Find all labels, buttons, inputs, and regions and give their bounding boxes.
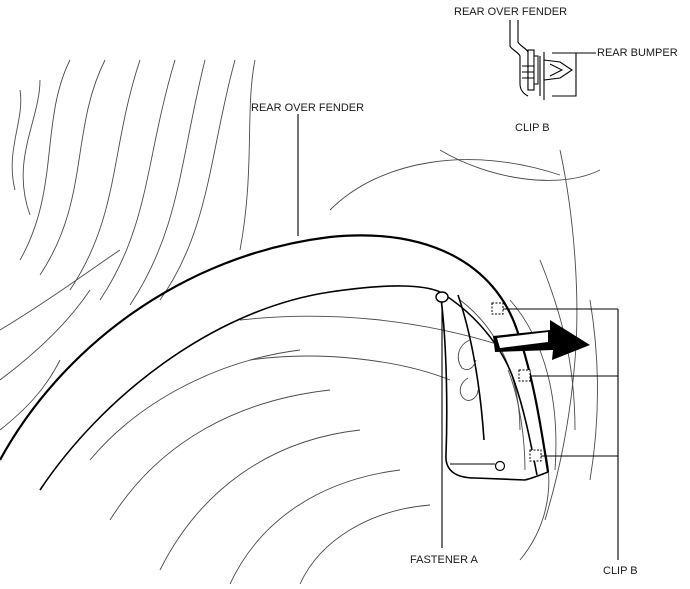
fender-cutouts [457, 339, 479, 401]
rear-over-fender [0, 234, 550, 491]
rear-over-fender-label: REAR OVER FENDER [251, 102, 364, 114]
fastener-a-mark [435, 291, 449, 303]
inset-rear-over-fender-label: REAR OVER FENDER [454, 6, 567, 18]
clip-b-label: CLIP B [603, 565, 638, 577]
removal-direction-arrow [493, 320, 590, 360]
clip-b-location-2 [518, 369, 531, 382]
leader-lines [297, 114, 619, 560]
body-contour-lines [0, 59, 601, 585]
clip-b-location-1 [491, 302, 504, 315]
fastener-a-label: FASTENER A [410, 554, 479, 566]
clip-b-inset-detail [509, 20, 596, 100]
fastener-a-hole [494, 460, 506, 472]
inset-rear-bumper-label: REAR BUMPER [597, 47, 678, 59]
inset-clip-b-label: CLIP B [515, 122, 550, 134]
clip-b-location-3 [529, 449, 542, 462]
